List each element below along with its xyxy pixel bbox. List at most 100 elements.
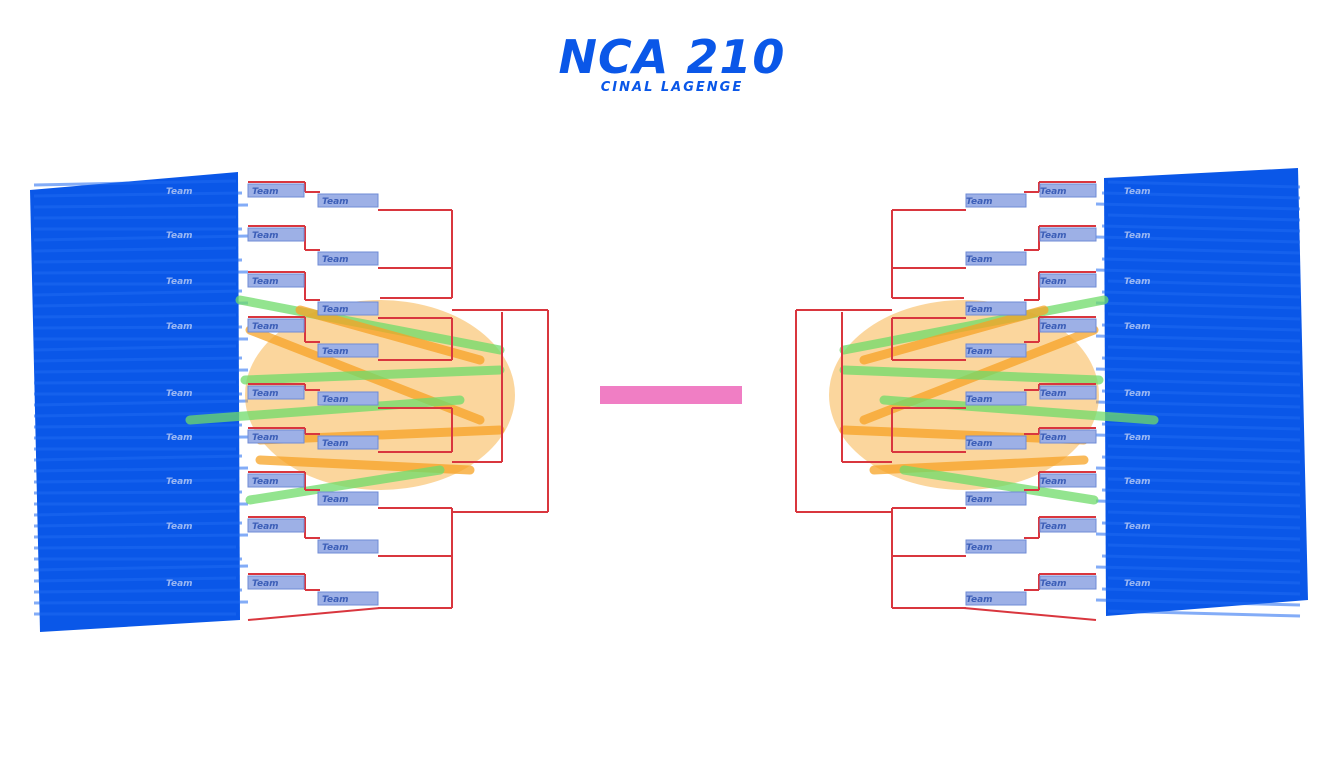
brush-stroke xyxy=(1101,455,1301,464)
brush-stroke xyxy=(33,490,243,495)
team-slot[interactable] xyxy=(247,183,305,198)
team-slot-label: Team xyxy=(252,187,279,197)
team-slot[interactable] xyxy=(1039,318,1097,333)
seed-label: Team xyxy=(166,322,193,332)
brush-stroke xyxy=(33,423,243,429)
team-slot[interactable] xyxy=(317,301,379,316)
streak xyxy=(295,305,485,365)
team-slot[interactable] xyxy=(317,251,379,266)
streak xyxy=(899,465,1099,505)
brush-stroke xyxy=(1101,356,1301,365)
seed-label: Team xyxy=(1124,522,1151,532)
brush-stroke xyxy=(1095,565,1301,574)
event-title: NCA 210 xyxy=(558,30,786,84)
team-slot[interactable] xyxy=(1039,273,1097,288)
team-slot[interactable] xyxy=(247,318,305,333)
brush-stroke xyxy=(33,215,237,220)
brush-stroke xyxy=(1107,444,1301,453)
brush-stroke xyxy=(1101,191,1301,200)
team-slot[interactable] xyxy=(965,491,1027,506)
brush-stroke xyxy=(33,576,237,583)
team-slot[interactable] xyxy=(247,473,305,488)
team-slot-label: Team xyxy=(966,595,993,605)
brush-stroke xyxy=(1101,554,1301,563)
team-slot[interactable] xyxy=(1039,575,1097,590)
streak xyxy=(839,365,1104,385)
brush-stroke xyxy=(1101,521,1301,530)
team-slot[interactable] xyxy=(247,273,305,288)
team-slot[interactable] xyxy=(965,193,1027,208)
team-slot-label: Team xyxy=(966,347,993,357)
team-slot[interactable] xyxy=(965,301,1027,316)
team-slot[interactable] xyxy=(247,575,305,590)
team-slot[interactable] xyxy=(965,391,1027,406)
brush-stroke xyxy=(33,289,243,297)
team-slot[interactable] xyxy=(1039,385,1097,400)
brush-stroke xyxy=(1107,543,1301,552)
team-slot-label: Team xyxy=(322,495,349,505)
brush-stroke xyxy=(1095,334,1301,343)
team-slot-label: Team xyxy=(966,439,993,449)
brush-stroke xyxy=(1107,312,1301,321)
brush-stroke xyxy=(1095,433,1301,442)
team-slot[interactable] xyxy=(247,385,305,400)
team-slot[interactable] xyxy=(247,518,305,533)
team-slot[interactable] xyxy=(317,343,379,358)
team-slot[interactable] xyxy=(965,435,1027,450)
team-slot[interactable] xyxy=(965,343,1027,358)
brush-stroke xyxy=(33,588,243,594)
team-slot[interactable] xyxy=(965,251,1027,266)
brush-stroke xyxy=(33,564,249,572)
team-slot-label: Team xyxy=(1040,231,1067,241)
brush-stroke xyxy=(1101,224,1301,233)
brush-stroke xyxy=(1107,279,1301,288)
team-slot[interactable] xyxy=(1039,227,1097,242)
team-slot[interactable] xyxy=(247,429,305,444)
team-slot[interactable] xyxy=(1039,183,1097,198)
brush-stroke xyxy=(33,301,249,308)
brush-stroke xyxy=(33,521,243,528)
team-slot[interactable] xyxy=(1039,518,1097,533)
brush-stroke xyxy=(33,313,237,319)
team-slot-label: Team xyxy=(966,395,993,405)
team-slot-label: Team xyxy=(252,579,279,589)
team-slot[interactable] xyxy=(317,435,379,450)
bracket-line xyxy=(963,607,1097,621)
brush-stroke xyxy=(33,270,249,275)
team-slot[interactable] xyxy=(317,491,379,506)
brush-stroke xyxy=(1095,532,1301,541)
brush-stroke xyxy=(1107,609,1301,618)
brush-stroke xyxy=(1101,389,1301,398)
team-slot[interactable] xyxy=(1039,473,1097,488)
brush-stroke xyxy=(1095,466,1301,475)
brush-stroke xyxy=(1107,213,1301,222)
team-slot-label: Team xyxy=(252,522,279,532)
team-slot[interactable] xyxy=(317,539,379,554)
team-slot-label: Team xyxy=(1040,187,1067,197)
team-slot[interactable] xyxy=(317,591,379,606)
brush-stroke xyxy=(1095,499,1301,508)
brush-stroke xyxy=(1107,345,1301,354)
brush-stroke xyxy=(33,411,237,418)
team-slot[interactable] xyxy=(317,391,379,406)
brush-stroke xyxy=(33,368,249,374)
brush-stroke xyxy=(1095,367,1301,376)
team-slot-label: Team xyxy=(252,231,279,241)
brush-stroke xyxy=(33,344,237,352)
bracket-line xyxy=(247,607,381,621)
brush-stroke xyxy=(1101,290,1301,299)
team-slot-label: Team xyxy=(966,495,993,505)
team-slot-label: Team xyxy=(252,433,279,443)
streak xyxy=(879,395,1159,425)
team-slot[interactable] xyxy=(965,539,1027,554)
team-slot[interactable] xyxy=(965,591,1027,606)
team-slot[interactable] xyxy=(247,227,305,242)
seed-label: Team xyxy=(1124,579,1151,589)
streak xyxy=(859,305,1049,365)
brush-stroke xyxy=(33,179,237,187)
team-slot-label: Team xyxy=(322,197,349,207)
team-slot[interactable] xyxy=(1039,429,1097,444)
team-slot-label: Team xyxy=(1040,579,1067,589)
brush-stroke xyxy=(1095,400,1301,409)
team-slot[interactable] xyxy=(317,193,379,208)
